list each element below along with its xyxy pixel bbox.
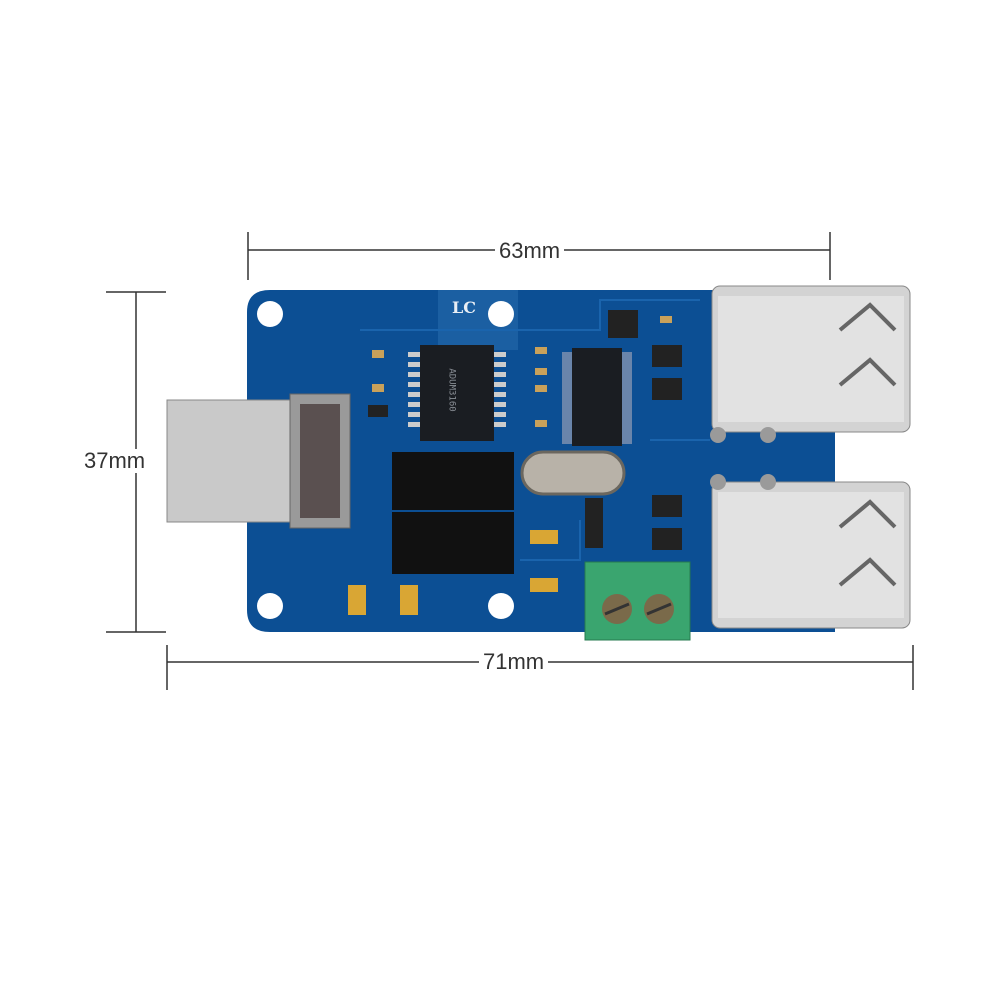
hub-chip (562, 348, 632, 446)
mounting-holes (257, 301, 514, 619)
width-bottom-label: 71mm (479, 650, 549, 674)
usb-a-port-2 (711, 481, 911, 629)
usb-b-port (166, 393, 351, 529)
crystal-oscillator (520, 450, 626, 496)
tantalum-capacitors (348, 530, 558, 615)
inductor-2 (392, 512, 514, 574)
width-top-label: 63mm (495, 239, 565, 263)
power-terminal-block (584, 561, 691, 641)
height-label: 37mm (80, 449, 150, 473)
smd-components (372, 316, 672, 427)
usb-a-port-1 (711, 285, 911, 433)
isolator-chip (408, 345, 506, 441)
silkscreen-logo: LC (452, 298, 476, 317)
chip-marking: ADUM3160 (446, 368, 457, 412)
inductor-1 (392, 452, 514, 510)
